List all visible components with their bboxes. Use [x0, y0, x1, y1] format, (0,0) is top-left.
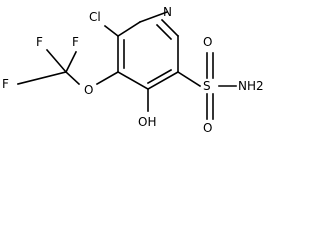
bond-n1-c6 — [160, 18, 180, 38]
bond-c2-cl — [103, 24, 120, 38]
bond-c2-n1-outer — [116, 20, 142, 38]
fluorine-bottom-label: F — [2, 77, 9, 91]
pyridine-ring — [116, 10, 180, 91]
bond-c3-o — [95, 70, 120, 86]
bond-n1-c6-inner — [155, 23, 173, 41]
hydroxyl-label: OH — [138, 115, 156, 129]
sulfonyl-oxygen-bottom-label: O — [203, 121, 212, 135]
bond-c2-n1 — [138, 10, 169, 24]
chlorine-label: Cl — [89, 10, 101, 24]
bond-c4-c3 — [116, 70, 150, 91]
atom-labels: Cl N O F F F OH S O O NH2 — [2, 5, 264, 135]
fluorine-top-right-label: F — [72, 35, 79, 49]
bond-c5-c4-inner — [146, 68, 173, 85]
sulfur-label: S — [203, 79, 211, 93]
bond-c5-c4 — [146, 70, 180, 91]
ring-nitrogen-label: N — [163, 5, 172, 19]
bond-cf3-f-top-right — [64, 50, 78, 74]
amine-label: NH2 — [238, 79, 264, 93]
fluorine-top-left-label: F — [36, 35, 43, 49]
chemical-structure: Cl N O F F F OH S O O NH2 — [2, 5, 264, 135]
substituent-bonds — [17, 24, 237, 120]
bond-o-cf3 — [64, 70, 81, 86]
ether-oxygen-label: O — [84, 83, 93, 97]
sulfonyl-oxygen-top-label: O — [203, 35, 212, 49]
bond-c5-s — [176, 70, 202, 88]
bond-cf3-f-bottom — [17, 71, 67, 85]
bond-cf3-f-top-left — [45, 48, 68, 74]
